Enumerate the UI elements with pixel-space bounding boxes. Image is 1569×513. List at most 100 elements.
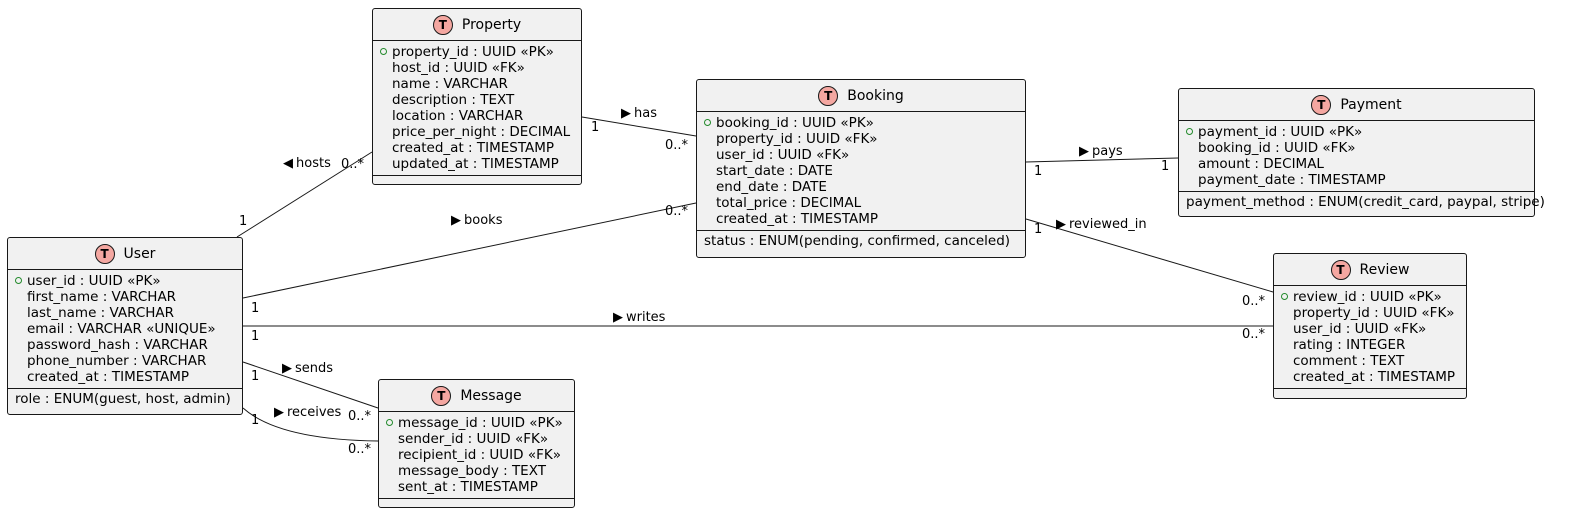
relation-writes-arrow: ▶ [613,310,623,325]
entity-header: T Message [379,380,574,412]
attribute: property_id : UUID «FK» [716,131,878,147]
attribute-pk: booking_id : UUID «PK» [697,115,1025,131]
attribute: end_date : DATE [716,179,827,195]
method-section: status : ENUM(pending, confirmed, cancel… [697,230,1025,253]
method-section: role : ENUM(guest, host, admin) [8,388,242,411]
attribute: created_at : TIMESTAMP [392,140,555,156]
attribute: amount : DECIMAL [1198,156,1324,172]
attribute: user_id : UUID «FK» [716,147,850,163]
table-badge-icon: T [432,14,453,35]
attribute: email : VARCHAR «UNIQUE» [27,321,216,337]
relation-hosts-to-mult: 0..* [341,157,365,172]
relation-hosts-from-mult: 1 [239,214,247,229]
attribute: total_price : DECIMAL [716,195,862,211]
relation-pays-from-mult: 1 [1034,164,1042,179]
public-marker-icon [380,48,387,55]
relation-has-to-mult: 0..* [665,138,689,153]
attribute-pk: review_id : UUID «PK» [1274,289,1466,305]
relation-receives-from-mult: 1 [251,413,259,428]
relation-hosts-label: hosts [296,156,331,171]
public-marker-icon [1281,293,1288,300]
relation-receives-arrow: ▶ [274,405,284,420]
relation-writes-from-mult: 1 [251,329,259,344]
relation-books-line [242,202,697,299]
relation-sends-to-mult: 0..* [348,409,372,424]
entity-title: User [123,245,156,262]
table-badge-icon: T [431,385,452,406]
method-section [379,498,574,505]
relation-has-from-mult: 1 [591,120,599,135]
relation-has-label: has [634,106,657,121]
relation-reviewed-in-to-mult: 0..* [1242,294,1266,309]
entity-user[interactable]: T User user_id : UUID «PK» first_name : … [7,237,243,415]
attribute: booking_id : UUID «FK» [1198,140,1356,156]
attribute: updated_at : TIMESTAMP [392,156,559,172]
relation-hosts-arrow: ◀ [283,156,293,171]
entity-title: Property [461,16,522,33]
attribute: password_hash : VARCHAR [27,337,208,353]
attribute: host_id : UUID «FK» [392,60,525,76]
attribute-enum: payment_method : ENUM(credit_card, paypa… [1186,194,1545,210]
attribute: name : VARCHAR [392,76,508,92]
relation-sends-line [242,361,379,409]
table-badge-icon: T [818,85,839,106]
attribute-pk: message_id : UUID «PK» [379,415,574,431]
relation-has-arrow: ▶ [621,106,631,121]
attribute-enum: status : ENUM(pending, confirmed, cancel… [704,233,1011,249]
entity-property[interactable]: T Property property_id : UUID «PK» host_… [372,8,582,185]
attribute: message_body : TEXT [398,463,546,479]
public-marker-icon [386,419,393,426]
attribute-pk: user_id : UUID «PK» [8,273,242,289]
method-section [373,175,581,182]
public-marker-icon [1186,128,1193,135]
relation-has-line [581,116,697,137]
attribute-list: property_id : UUID «PK» host_id : UUID «… [373,41,581,175]
relation-receives-label: receives [287,405,342,420]
relation-sends-arrow: ▶ [282,361,292,376]
entity-header: T Property [373,9,581,41]
relation-reviewed-in-line [1025,218,1274,293]
attribute: last_name : VARCHAR [27,305,175,321]
attribute-list: review_id : UUID «PK» property_id : UUID… [1274,286,1466,388]
relation-receives-to-mult: 0..* [348,442,372,457]
method-section: payment_method : ENUM(credit_card, paypa… [1179,191,1545,214]
attribute: comment : TEXT [1293,353,1405,369]
entity-title: Review [1359,261,1410,278]
attribute: sent_at : TIMESTAMP [398,479,538,495]
attribute: location : VARCHAR [392,108,524,124]
relation-writes-to-mult: 0..* [1242,327,1266,342]
relation-books-to-mult: 0..* [665,204,689,219]
entity-title: Message [460,387,522,404]
table-badge-icon: T [1330,259,1351,280]
relation-books-label: books [464,213,503,228]
entity-title: Payment [1340,96,1402,113]
entity-header: T Review [1274,254,1466,286]
entity-message[interactable]: T Message message_id : UUID «PK» sender_… [378,379,575,508]
attribute-list: message_id : UUID «PK» sender_id : UUID … [379,412,574,498]
attribute: phone_number : VARCHAR [27,353,207,369]
relation-receives-line [242,407,379,442]
relation-pays-to-mult: 1 [1161,159,1169,174]
entity-booking[interactable]: T Booking booking_id : UUID «PK» propert… [696,79,1026,258]
relation-pays-line [1025,157,1179,163]
public-marker-icon [704,119,711,126]
attribute: description : TEXT [392,92,515,108]
attribute: payment_date : TIMESTAMP [1198,172,1386,188]
relation-books-arrow: ▶ [451,213,461,228]
entity-review[interactable]: T Review review_id : UUID «PK» property_… [1273,253,1467,399]
attribute: created_at : TIMESTAMP [1293,369,1456,385]
table-badge-icon: T [94,243,115,264]
entity-payment[interactable]: T Payment payment_id : UUID «PK» booking… [1178,88,1545,217]
attribute: user_id : UUID «FK» [1293,321,1427,337]
relation-books-from-mult: 1 [251,301,259,316]
attribute: first_name : VARCHAR [27,289,177,305]
relation-sends-label: sends [295,361,333,376]
entity-header: T Payment [1179,89,1534,121]
attribute-list: booking_id : UUID «PK» property_id : UUI… [697,112,1025,230]
attribute-pk: property_id : UUID «PK» [373,44,581,60]
entity-header: T Booking [697,80,1025,112]
entity-header: T User [8,238,242,270]
relation-reviewed-in-arrow: ▶ [1056,217,1066,232]
relation-writes-label: writes [626,310,666,325]
attribute: price_per_night : DECIMAL [392,124,571,140]
